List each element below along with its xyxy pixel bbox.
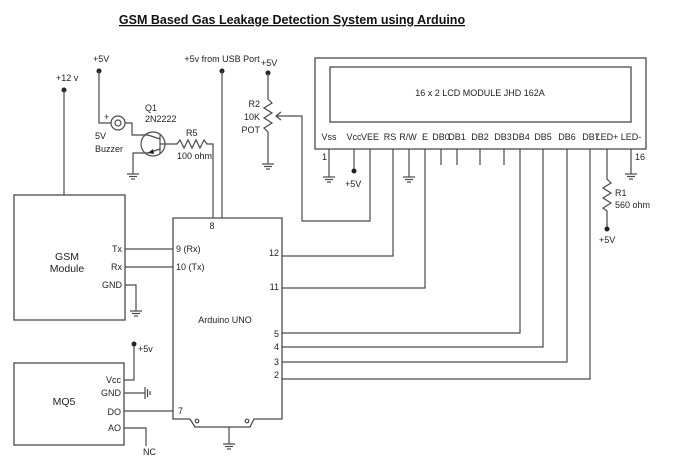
svg-text:NC: NC [143, 447, 156, 457]
svg-text:2: 2 [274, 370, 279, 380]
lcd-pin-label: VEE [361, 132, 379, 142]
svg-text:Rx: Rx [111, 262, 122, 272]
svg-text:5V: 5V [95, 131, 106, 141]
lcd-pin-label: RS [384, 132, 397, 142]
svg-text:4: 4 [274, 342, 279, 352]
svg-text:+12 v: +12 v [56, 73, 79, 83]
diagram-title: GSM Based Gas Leakage Detection System u… [119, 13, 466, 27]
svg-text:12: 12 [269, 248, 279, 258]
svg-text:R5: R5 [186, 128, 198, 138]
r1-resistor [601, 149, 613, 229]
svg-text:AO: AO [108, 423, 121, 433]
gsm-supply: +12 v [56, 73, 79, 195]
lcd-pin-label: DB6 [558, 132, 576, 142]
lcd-pin-label: DB2 [471, 132, 489, 142]
svg-text:7: 7 [178, 406, 183, 416]
svg-text:+5V: +5V [93, 54, 109, 64]
svg-text:560 ohm: 560 ohm [615, 200, 650, 210]
lcd-pin-label: LED- [621, 132, 642, 142]
lcd-pin-label: DB4 [512, 132, 530, 142]
r5-resistor [160, 138, 214, 218]
svg-text:9 (Rx): 9 (Rx) [176, 244, 201, 254]
svg-text:11: 11 [270, 282, 279, 292]
svg-text:GSM: GSM [55, 251, 79, 263]
svg-text:16 x 2 LCD MODULE JHD 162A: 16 x 2 LCD MODULE JHD 162A [415, 88, 545, 98]
svg-text:Vcc: Vcc [106, 375, 122, 385]
lcd-pin-label: DB3 [494, 132, 512, 142]
svg-text:+5v from USB Port: +5v from USB Port [184, 54, 260, 64]
svg-text:R1: R1 [615, 188, 627, 198]
lcd-pin-label: DB5 [534, 132, 552, 142]
lcd-pin-label: DB7 [582, 132, 600, 142]
svg-text:5: 5 [274, 329, 279, 339]
usb-supply: +5v from USB Port [184, 54, 260, 218]
lcd-pin-label: E [422, 132, 428, 142]
lcd-pin-label: LED+ [596, 132, 619, 142]
potentiometer: +5V R2 10K POT [241, 58, 371, 222]
svg-text:MQ5: MQ5 [53, 396, 76, 408]
lcd-pin-label: Vss [321, 132, 337, 142]
svg-text:+5V: +5V [599, 235, 615, 245]
svg-text:+5v: +5v [138, 344, 153, 354]
svg-text:GND: GND [101, 388, 122, 398]
mq5-sensor: MQ5 Vcc GND DO AO +5v NC [13, 341, 173, 457]
arduino-uno: 8 9 (Rx) 10 (Tx) 7 Arduino UNO 12 11 5 4… [172, 217, 283, 450]
svg-text:R2: R2 [248, 99, 260, 109]
svg-text:+5V: +5V [345, 179, 361, 189]
svg-text:GND: GND [102, 280, 123, 290]
svg-text:100 ohm: 100 ohm [177, 151, 212, 161]
svg-text:8: 8 [209, 221, 214, 231]
svg-text:1: 1 [322, 152, 327, 162]
gsm-module: GSM Module Tx Rx GND [13, 194, 173, 321]
svg-text:Buzzer: Buzzer [95, 144, 123, 154]
svg-text:10K: 10K [244, 112, 260, 122]
svg-text:3: 3 [274, 357, 279, 367]
lcd-pin-label: Vcc [346, 132, 362, 142]
svg-text:Tx: Tx [112, 244, 122, 254]
svg-text:2N2222: 2N2222 [145, 114, 177, 124]
svg-text:10 (Tx): 10 (Tx) [176, 262, 205, 272]
buzzer-icon [110, 115, 126, 131]
svg-text:DO: DO [108, 407, 122, 417]
svg-text:+5V: +5V [261, 58, 277, 68]
lcd-pin-label: DB0 [432, 132, 450, 142]
svg-text:POT: POT [241, 125, 260, 135]
svg-text:+: + [104, 112, 109, 122]
svg-text:Arduino UNO: Arduino UNO [198, 315, 252, 325]
svg-text:16: 16 [635, 152, 645, 162]
svg-text:Q1: Q1 [145, 103, 157, 113]
lcd-pin-label: DB1 [448, 132, 466, 142]
buzzer-circuit: +5V + 5V Buzzer Q1 2N2222 R5 100 ohm [93, 54, 214, 218]
lcd-pin-label: R/W [399, 132, 417, 142]
svg-text:Module: Module [50, 263, 85, 275]
